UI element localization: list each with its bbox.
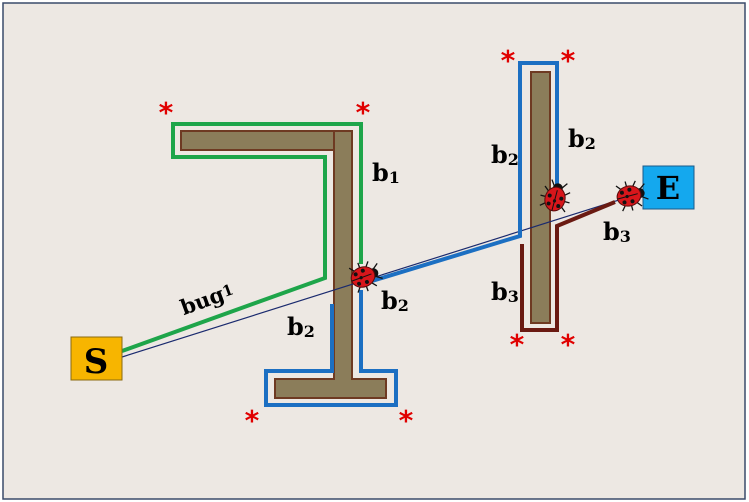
corner-marker: * [399, 404, 414, 437]
b2-path-lower [264, 290, 398, 407]
obstacle-1-stem [333, 130, 353, 383]
end-node-label: E [656, 169, 680, 207]
corner-marker: * [356, 96, 371, 129]
corner-marker: * [561, 44, 576, 77]
label-b3-right: b3 [603, 217, 631, 246]
start-node-label: S [84, 342, 109, 382]
corner-marker: * [501, 44, 516, 77]
start-node-box [70, 336, 123, 381]
bug1-path [121, 122, 363, 353]
b3-path [520, 200, 616, 332]
direct-line-s-to-e [121, 186, 661, 358]
label-b2-left: b2 [491, 140, 519, 169]
corner-marker: * [510, 328, 525, 361]
label-b2-mid: b2 [381, 286, 409, 315]
start-node: S [70, 336, 123, 382]
corner-markers: * * * * * * * * [159, 44, 576, 437]
end-node: E [642, 165, 695, 210]
b2-path-upper [371, 61, 559, 283]
obstacle-1-top-bar [180, 130, 353, 151]
obstacle-1 [180, 130, 387, 399]
corner-marker: * [159, 96, 174, 129]
label-b2-right: b2 [568, 124, 596, 153]
corner-marker: * [245, 404, 260, 437]
obstacle-1-bottom-bar [274, 378, 387, 399]
label-b3-left: b3 [491, 277, 519, 306]
label-b1: b1 [372, 158, 400, 187]
end-node-box [642, 165, 695, 210]
label-b2-lower: b2 [287, 312, 315, 341]
corner-marker: * [561, 328, 576, 361]
